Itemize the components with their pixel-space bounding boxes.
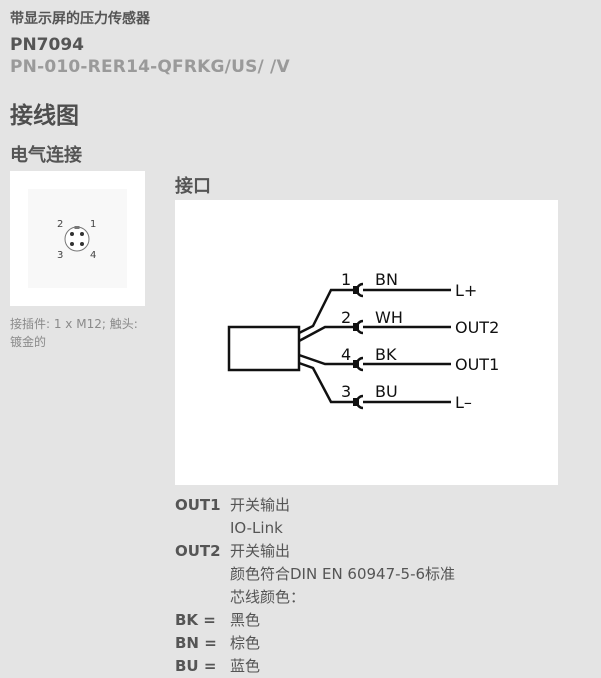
legend-row: BU = 蓝色 [175, 655, 595, 678]
pin-number: 4 [341, 345, 351, 364]
legend-row: BN = 棕色 [175, 632, 595, 655]
legend-row: OUT1 开关输出 IO-Link [175, 494, 595, 540]
product-code: PN-010-RER14-QFRKG/US/ /V [10, 57, 290, 77]
m12-connector-icon: 2 1 3 4 [28, 189, 127, 288]
wire-color-code: BU [375, 382, 398, 401]
electrical-connection-heading: 电气连接 [10, 145, 82, 166]
signal-label: L+ [455, 281, 477, 300]
legend-key: OUT1 [175, 496, 221, 514]
wiring-diagram-svg: 1 BN L+ 2 WH OUT2 4 BK OUT1 3 BU L– [227, 270, 499, 412]
connector-caption: 接插件: 1 x M12; 触头: 镀金的 [10, 317, 138, 349]
wire-2 [298, 325, 353, 343]
port-heading: 接口 [175, 176, 211, 197]
signal-label: L– [455, 393, 472, 412]
connector-pinout-image: 2 1 3 4 [10, 171, 145, 306]
legend-line: 蓝色 [230, 657, 261, 675]
legend-row: OUT2 开关输出 颜色符合DIN EN 60947-5-6标准 芯线颜色： [175, 540, 595, 609]
wire-color-code: BK [375, 345, 397, 364]
legend-key: BK = [175, 611, 216, 629]
wire-color-code: BN [375, 270, 398, 289]
legend-key: OUT2 [175, 542, 221, 560]
pin-number: 3 [341, 382, 351, 401]
pin-number: 2 [341, 308, 351, 327]
legend-key: BN = [175, 634, 217, 652]
legend-value: 蓝色 [230, 655, 260, 678]
pin-label: 1 [90, 219, 96, 230]
wire-1 [298, 288, 353, 335]
legend-line: IO-Link [230, 519, 283, 537]
legend-value: 开关输出 颜色符合DIN EN 60947-5-6标准 芯线颜色： [230, 540, 455, 609]
legend-line: 棕色 [230, 634, 261, 652]
product-model: PN7094 [10, 35, 85, 55]
legend-line: 芯线颜色： [230, 588, 306, 606]
signal-label: OUT2 [455, 318, 499, 337]
wire-color-code: WH [375, 308, 403, 327]
legend-value: 棕色 [230, 632, 260, 655]
pin-label: 2 [57, 219, 63, 230]
product-category: 带显示屏的压力传感器 [10, 11, 150, 27]
wiring-diagram: 1 BN L+ 2 WH OUT2 4 BK OUT1 3 BU L– [175, 200, 558, 485]
pin-number: 1 [341, 270, 351, 289]
legend-line: 黑色 [230, 611, 261, 629]
wiring-diagram-heading: 接线图 [10, 103, 79, 129]
legend-line: 开关输出 [230, 542, 291, 560]
legend-key: BU = [175, 657, 217, 675]
sensor-body [227, 325, 301, 372]
signal-label: OUT1 [455, 355, 499, 374]
wire-3 [298, 361, 353, 404]
legend-value: 开关输出 IO-Link [230, 494, 290, 540]
pin-label: 3 [57, 250, 63, 261]
pin-label: 4 [90, 250, 96, 261]
legend-value: 黑色 [230, 609, 260, 632]
legend-line: 开关输出 [230, 496, 291, 514]
legend-line: 颜色符合DIN EN 60947-5-6标准 [230, 565, 456, 583]
legend-row: BK = 黑色 [175, 609, 595, 632]
wire-4 [298, 353, 353, 366]
wiring-legend: OUT1 开关输出 IO-Link OUT2 开关输出 颜色符合DIN EN 6… [175, 494, 595, 678]
